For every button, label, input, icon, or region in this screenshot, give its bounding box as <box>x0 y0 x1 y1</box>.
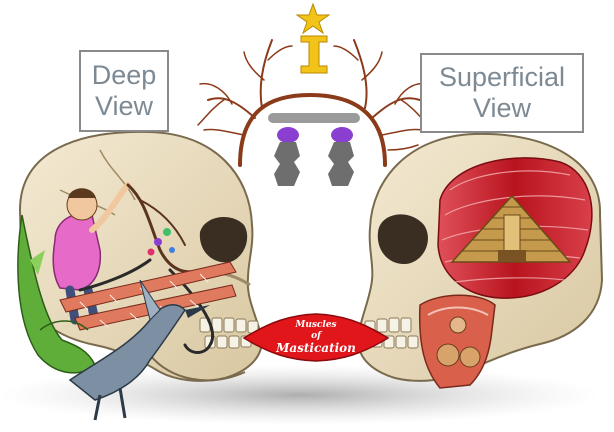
star-icon <box>297 4 329 33</box>
banner-line-1: Muscles <box>294 320 336 330</box>
banner-line-3: Mastication <box>275 341 356 355</box>
superficial-view-line-2: View <box>422 93 582 124</box>
roman-numeral-one <box>301 36 327 73</box>
superficial-view-line-1: Superficial <box>422 62 582 93</box>
deep-view-line-1: Deep <box>81 60 167 91</box>
deep-view-label: Deep View <box>79 50 169 132</box>
mushroom-figures <box>268 113 360 186</box>
deep-view-line-2: View <box>81 91 167 122</box>
superficial-view-label: Superficial View <box>420 53 584 133</box>
